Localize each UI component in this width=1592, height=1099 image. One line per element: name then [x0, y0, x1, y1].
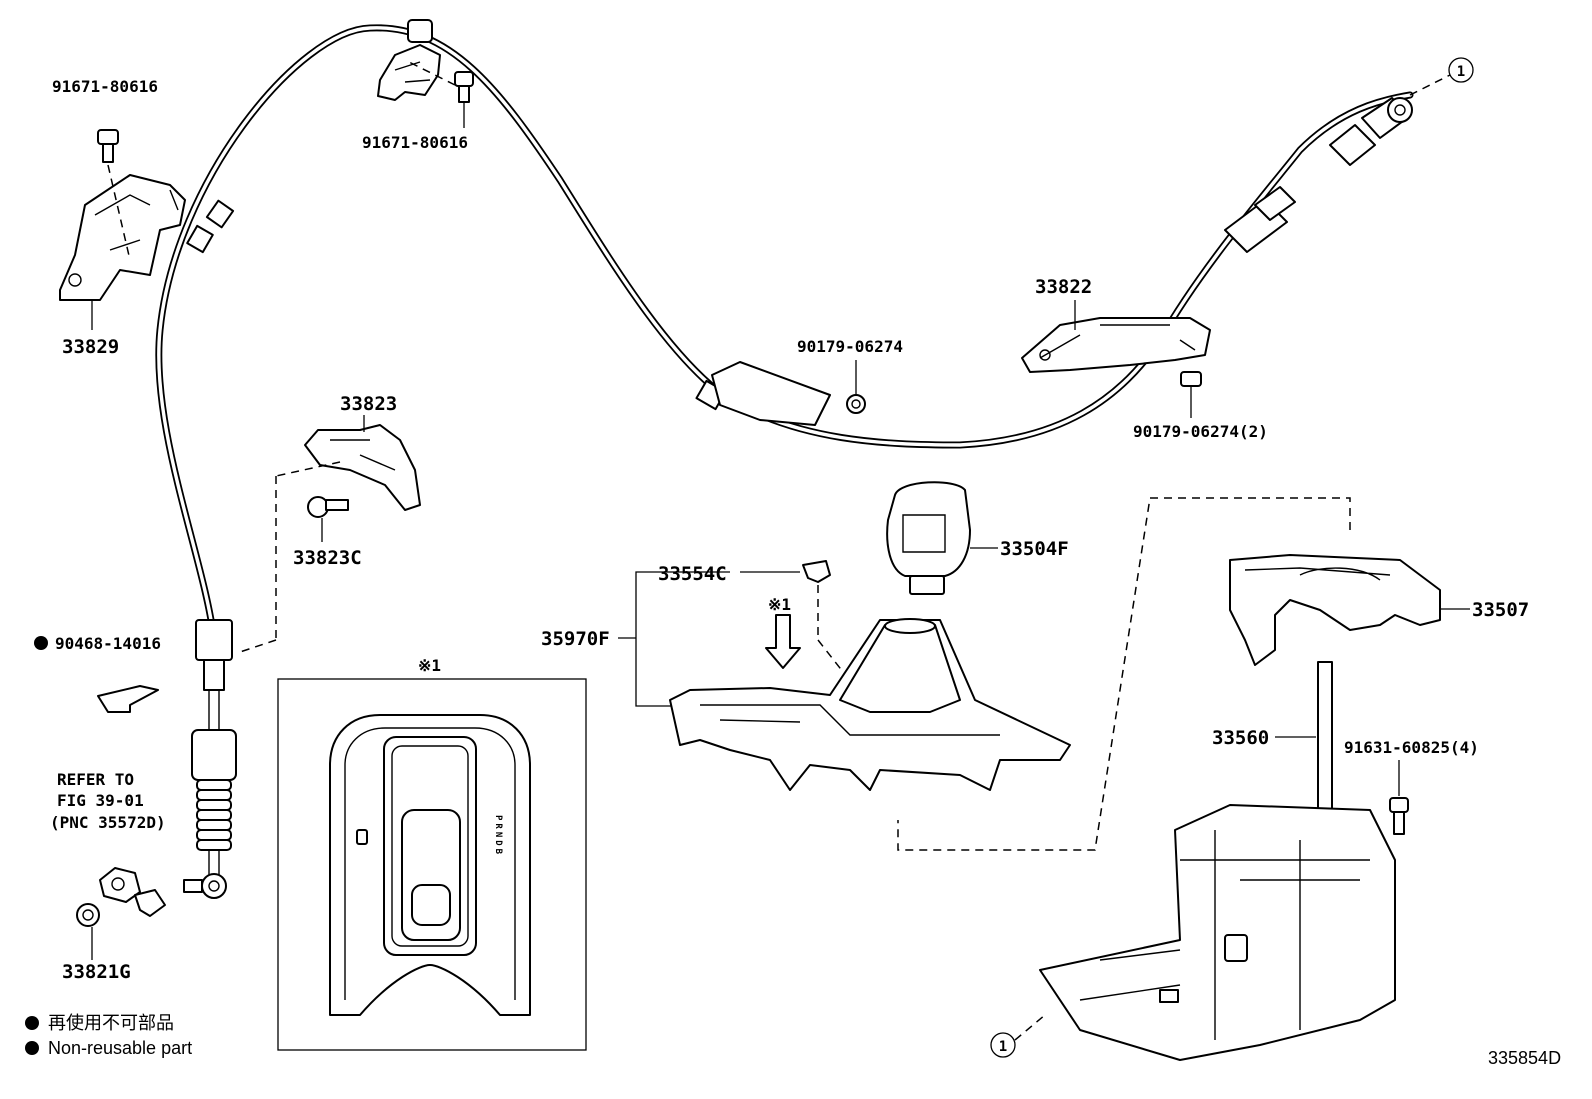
shift-panel-35970F — [618, 571, 1071, 791]
key-assembly-35572D — [99, 867, 166, 917]
shift-position-letters: PRNDB — [493, 815, 503, 857]
nut-90179-06274-2 — [1180, 371, 1202, 418]
bolt-91671-80616-top — [404, 59, 474, 128]
circle-ref-bottom: 1 — [990, 1032, 1016, 1058]
label-note-detail: ※1 — [418, 656, 441, 675]
label-33560: 33560 — [1212, 727, 1269, 749]
circle-ref-top: 1 — [1448, 57, 1474, 83]
bracket-33823 — [239, 424, 421, 653]
refer-to-line3: (PNC 35572D) — [50, 813, 166, 832]
detail-view-1 — [277, 678, 587, 1051]
svg-text:1: 1 — [999, 1039, 1007, 1055]
legend-en: Non-reusable part — [48, 1038, 192, 1058]
legend-jp: 再使用不可部品 — [48, 1013, 174, 1033]
label-33507: 33507 — [1472, 599, 1529, 621]
label-note-arrow: ※1 — [768, 595, 791, 614]
label-91631-60825-4: 91631-60825(4) — [1344, 738, 1479, 757]
grommet-33821G — [76, 903, 100, 960]
label-90468-14016: 90468-14016 — [55, 634, 161, 653]
refer-to-line2: FIG 39-01 — [57, 791, 144, 810]
clip-33554C — [740, 560, 891, 733]
shift-knob-33504F — [886, 481, 998, 595]
bolt-91631-60825 — [1389, 760, 1409, 835]
label-33823C: 33823C — [293, 547, 362, 569]
label-33822: 33822 — [1035, 276, 1092, 298]
label-33504F: 33504F — [1000, 538, 1069, 560]
bracket-33829 — [59, 174, 186, 301]
label-91671-80616-left: 91671-80616 — [52, 77, 158, 96]
cable-boot — [196, 779, 232, 851]
label-90179-06274: 90179-06274 — [797, 337, 903, 356]
bracket-top-33821 — [377, 44, 441, 101]
label-90179-06274-2: 90179-06274(2) — [1133, 422, 1268, 441]
refer-to-line1: REFER TO — [57, 770, 134, 789]
label-35970F: 35970F — [541, 628, 610, 650]
figure-id: 335854D — [1488, 1048, 1561, 1068]
bolt-91671-80616-left — [97, 129, 131, 261]
shift-lever-assy-33560 — [1039, 661, 1396, 1061]
housing-33507 — [1229, 554, 1470, 666]
svg-text:1: 1 — [1457, 64, 1465, 80]
bolt-33823C — [307, 496, 349, 542]
legend: 再使用不可部品 Non-reusable part — [25, 1013, 192, 1058]
clip-90468-14016 — [97, 685, 159, 713]
label-33823: 33823 — [340, 393, 397, 415]
bracket-33822 — [1021, 300, 1211, 373]
label-91671-80616-top: 91671-80616 — [362, 133, 468, 152]
label-33554C: 33554C — [658, 563, 727, 585]
label-33829: 33829 — [62, 336, 119, 358]
non-reusable-marker — [34, 636, 48, 650]
label-33821G: 33821G — [62, 961, 131, 983]
nut-90179-06274 — [711, 360, 866, 426]
